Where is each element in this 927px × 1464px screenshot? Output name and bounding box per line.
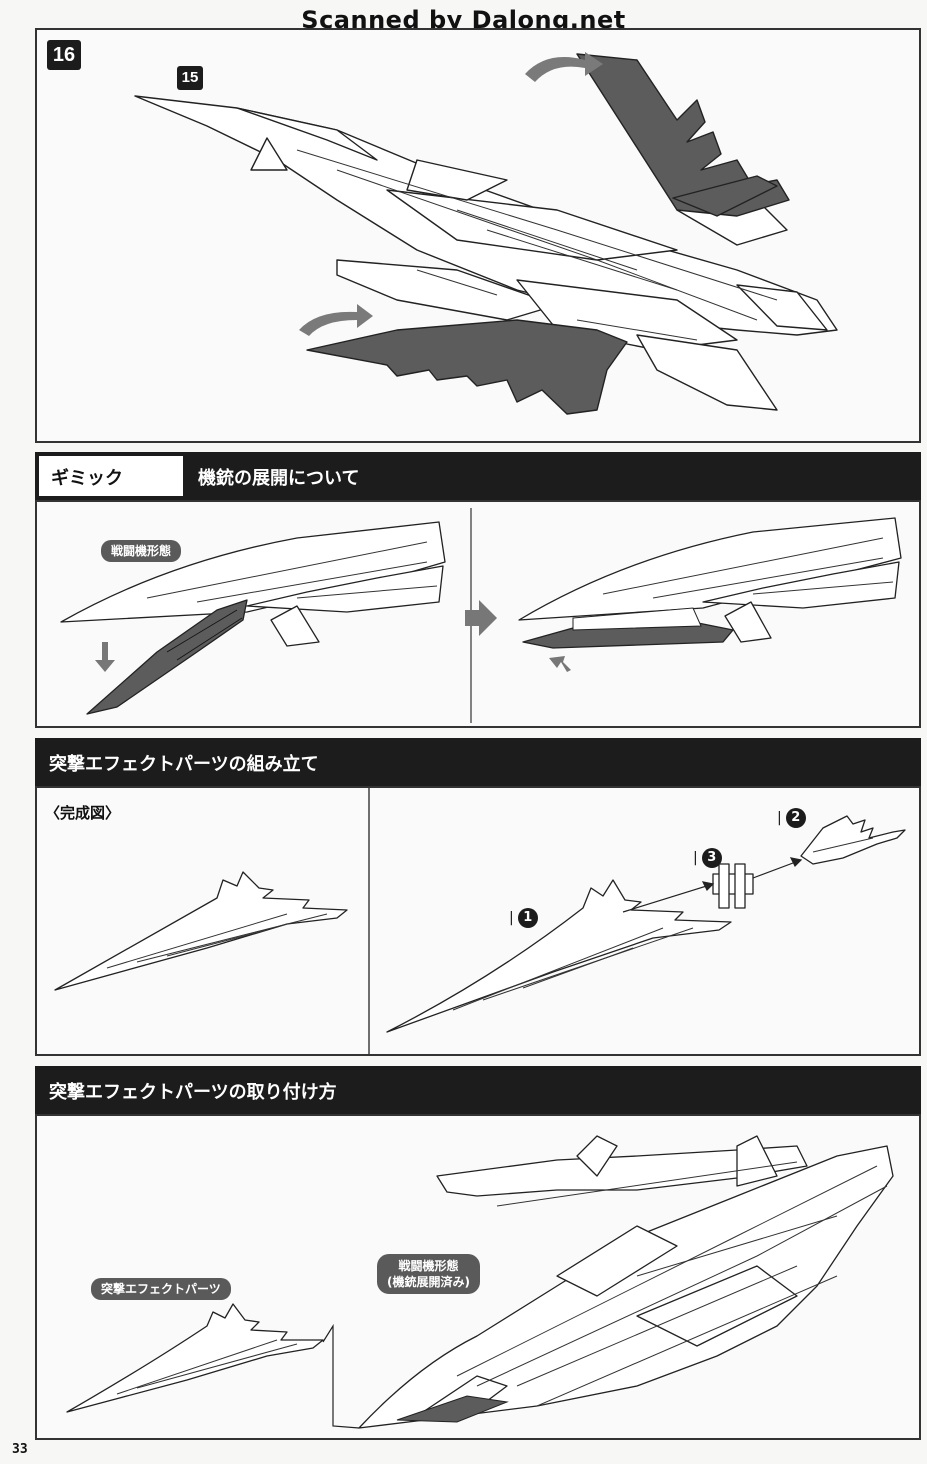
assembly-panel: 〈完成図〉 bbox=[35, 786, 921, 1056]
complete-diagram-label: 〈完成図〉 bbox=[45, 804, 121, 822]
gimmick-before-illustration bbox=[60, 521, 446, 715]
part-label-1: | 1 bbox=[509, 908, 538, 928]
step-number-badge: 16 bbox=[47, 40, 81, 70]
part-tick: | bbox=[509, 910, 514, 926]
part-number-1: 1 bbox=[517, 908, 538, 928]
part-label-3: | 3 bbox=[693, 848, 722, 868]
gimmick-title: 機銃の展開について bbox=[198, 468, 360, 489]
page-number: 33 bbox=[12, 1442, 28, 1457]
assembly-header: 突撃エフェクトパーツの組み立て bbox=[35, 738, 921, 786]
exploded-effect-part bbox=[386, 815, 906, 1033]
fighter-mode-deployed-label: 戦闘機形態 (機銃展開済み) bbox=[377, 1254, 480, 1294]
part-ref-badge: 15 bbox=[177, 66, 203, 90]
part-tick: | bbox=[777, 810, 782, 826]
gimmick-panel: 戦闘機形態 bbox=[35, 500, 921, 728]
part-label-2: | 2 bbox=[777, 808, 806, 828]
assembly-divider bbox=[368, 788, 370, 1056]
part-number-3: 3 bbox=[701, 848, 722, 868]
completed-effect-part bbox=[54, 871, 348, 991]
arrow-right-icon bbox=[465, 600, 497, 636]
attach-illustration bbox=[66, 1135, 894, 1429]
fighter-mode-line1: 戦闘機形態 bbox=[398, 1259, 459, 1273]
fighter-mode-label: 戦闘機形態 bbox=[101, 540, 182, 562]
attach-title: 突撃エフェクトパーツの取り付け方 bbox=[49, 1082, 337, 1103]
part-number-2: 2 bbox=[785, 808, 806, 828]
fighter-illustration bbox=[134, 52, 838, 415]
part-tick: | bbox=[693, 850, 698, 866]
assembly-title: 突撃エフェクトパーツの組み立て bbox=[49, 754, 319, 775]
gimmick-tab: ギミック bbox=[37, 454, 185, 498]
effect-part-label: 突撃エフェクトパーツ bbox=[91, 1278, 231, 1300]
attach-panel: 突撃エフェクトパーツ 戦闘機形態 (機銃展開済み) bbox=[35, 1114, 921, 1440]
fighter-mode-line2: (機銃展開済み) bbox=[387, 1275, 470, 1289]
gimmick-after-illustration bbox=[518, 517, 902, 672]
step-16-panel: 16 15 bbox=[35, 28, 921, 443]
attach-header: 突撃エフェクトパーツの取り付け方 bbox=[35, 1066, 921, 1114]
